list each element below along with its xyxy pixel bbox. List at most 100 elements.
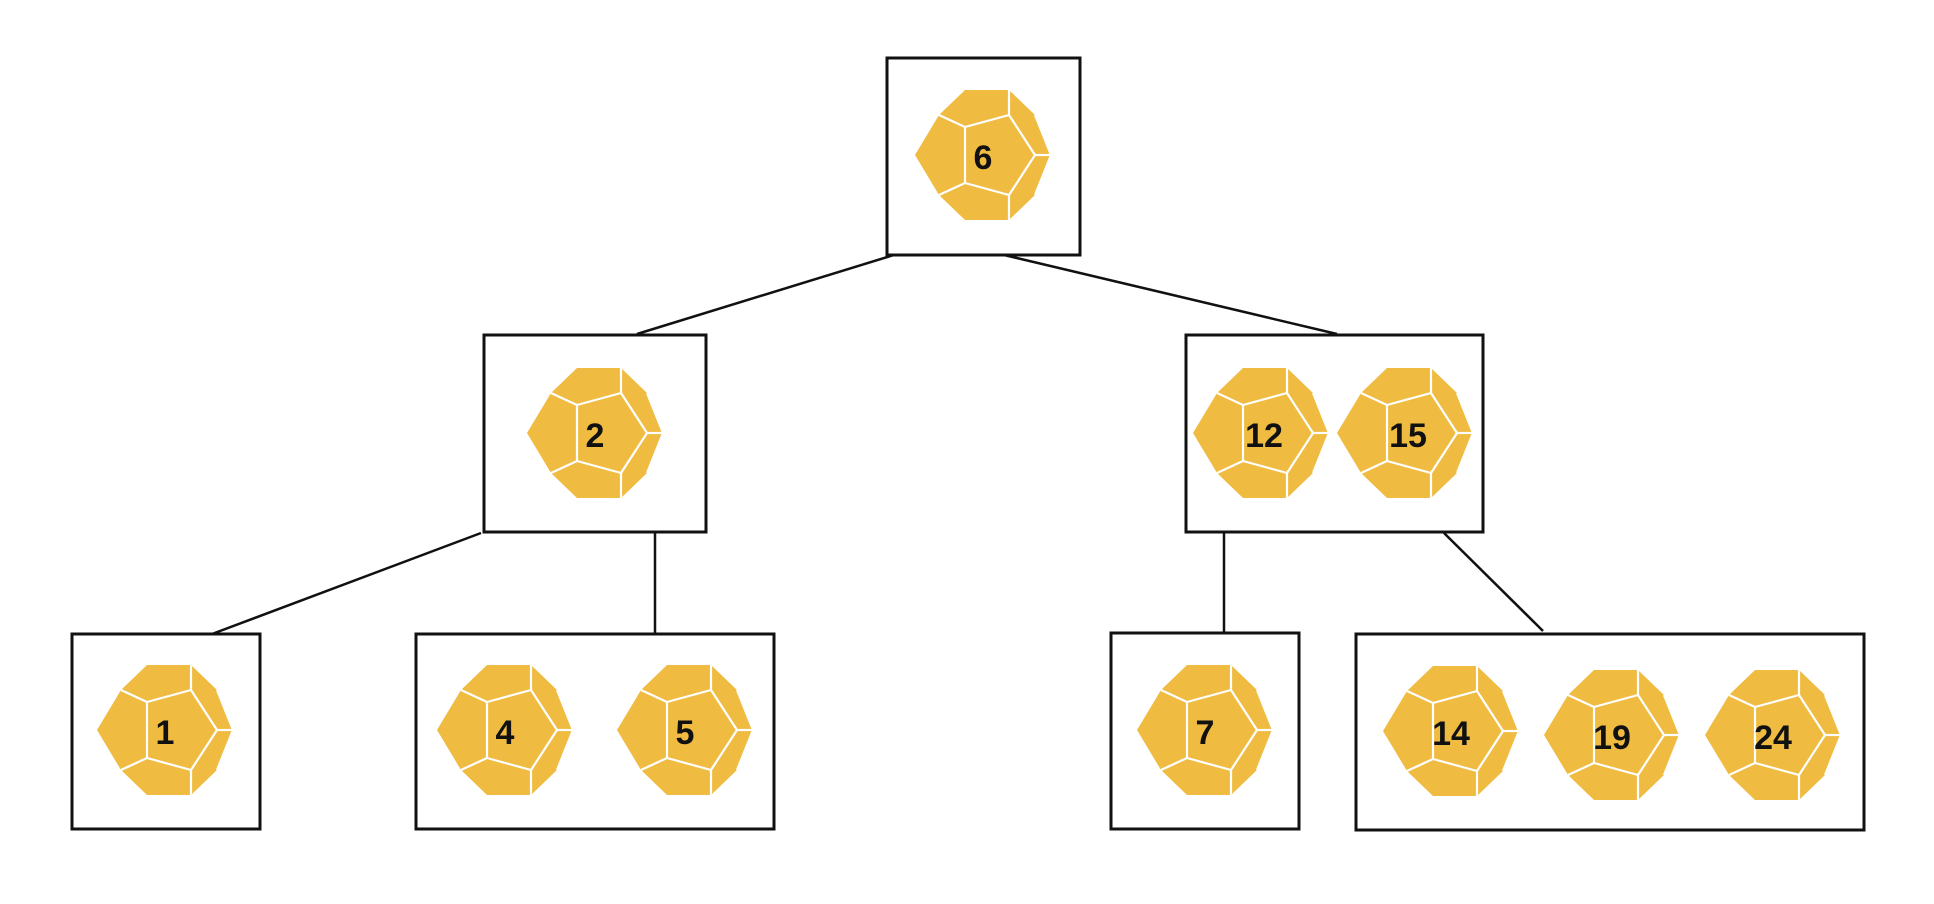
edges [211,248,1544,636]
key-label: 2 [586,417,605,455]
key-dodecahedron-die-icon [97,665,235,795]
node-left: 2 [482,333,708,534]
die-edge [1360,460,1388,474]
key-dodecahedron-die-icon [437,665,575,795]
die-edge [645,392,665,434]
die-body [97,665,233,795]
die-edge [1033,154,1053,196]
die-body [1137,665,1273,795]
die-edge [735,729,755,771]
key-label: 6 [974,139,993,177]
key-label: 1 [156,714,175,752]
die-edge [120,757,148,771]
die-face [1385,391,1459,475]
die-edge [1455,432,1475,474]
die-body [437,665,573,795]
key-label: 24 [1754,719,1792,757]
die-edge [1160,689,1188,703]
key-dodecahedron-die-icon [1544,670,1682,800]
key-dodecahedron-die-icon [1193,368,1331,498]
die-edge [1662,694,1682,736]
die-edge [1823,734,1843,776]
die-face [665,688,739,772]
die-edge [1728,762,1756,776]
die-edge [215,729,235,771]
die-face [1185,688,1259,772]
die-face [1241,391,1315,475]
die-face [963,113,1037,197]
node-right: 12 15 [1184,333,1485,534]
edge-root-left [636,252,898,336]
edge-left-leaf-1 [211,531,482,636]
die-edge [1662,734,1682,776]
die-edge [550,460,578,474]
die-face [1753,693,1827,777]
key-dodecahedron-die-icon [915,90,1053,220]
die-edge [938,182,966,196]
die-edge [640,757,668,771]
die-face [1431,689,1505,773]
key-label: 7 [1196,714,1215,752]
die-edge [1455,392,1475,434]
die-edge [120,689,148,703]
die-edge [1360,392,1388,406]
key-label: 5 [676,714,695,752]
die-edge [1501,730,1521,772]
die-face [575,391,649,475]
die-body [527,368,663,498]
die-edge [555,729,575,771]
key-dodecahedron-die-icon [1383,666,1521,796]
die-edge [1311,432,1331,474]
edge-right-leaf-4 [1443,532,1544,632]
die-body [1705,670,1841,800]
die-edge [1311,392,1331,434]
die-body [1337,368,1473,498]
die-edge [640,689,668,703]
die-edge [1255,729,1275,771]
die-edge [1567,762,1595,776]
die-edge [1216,460,1244,474]
die-body [915,90,1051,220]
die-body [1544,670,1680,800]
die-edge [460,689,488,703]
die-edge [1823,694,1843,736]
key-dodecahedron-die-icon [1137,665,1275,795]
die-face [485,688,559,772]
key-dodecahedron-die-icon [617,665,755,795]
die-edge [1216,392,1244,406]
die-edge [1567,694,1595,708]
die-edge [555,689,575,731]
key-dodecahedron-die-icon [1337,368,1475,498]
die-edge [1255,689,1275,731]
die-edge [460,757,488,771]
die-body [1383,666,1519,796]
die-edge [550,392,578,406]
key-label: 19 [1593,719,1631,757]
die-edge [1160,757,1188,771]
die-face [145,688,219,772]
die-edge [1033,114,1053,156]
die-edge [1728,694,1756,708]
edge-root-right [982,248,1338,336]
die-edge [645,432,665,474]
die-edge [1406,690,1434,704]
die-body [1193,368,1329,498]
die-edge [1501,690,1521,732]
die-edge [735,689,755,731]
key-label: 12 [1245,417,1283,455]
key-dodecahedron-die-icon [527,368,665,498]
die-edge [215,689,235,731]
node-leaf-2: 4 5 [414,632,776,831]
key-dodecahedron-die-icon [1705,670,1843,800]
node-leaf-1: 1 [70,632,262,831]
node-leaf-4: 14 19 24 [1354,632,1866,832]
node-root: 6 [885,56,1082,257]
key-label: 15 [1389,417,1427,455]
die-edge [938,114,966,128]
key-label: 4 [496,714,515,752]
die-edge [1406,758,1434,772]
key-label: 14 [1432,715,1470,753]
node-leaf-3: 7 [1109,631,1301,831]
die-body [617,665,753,795]
